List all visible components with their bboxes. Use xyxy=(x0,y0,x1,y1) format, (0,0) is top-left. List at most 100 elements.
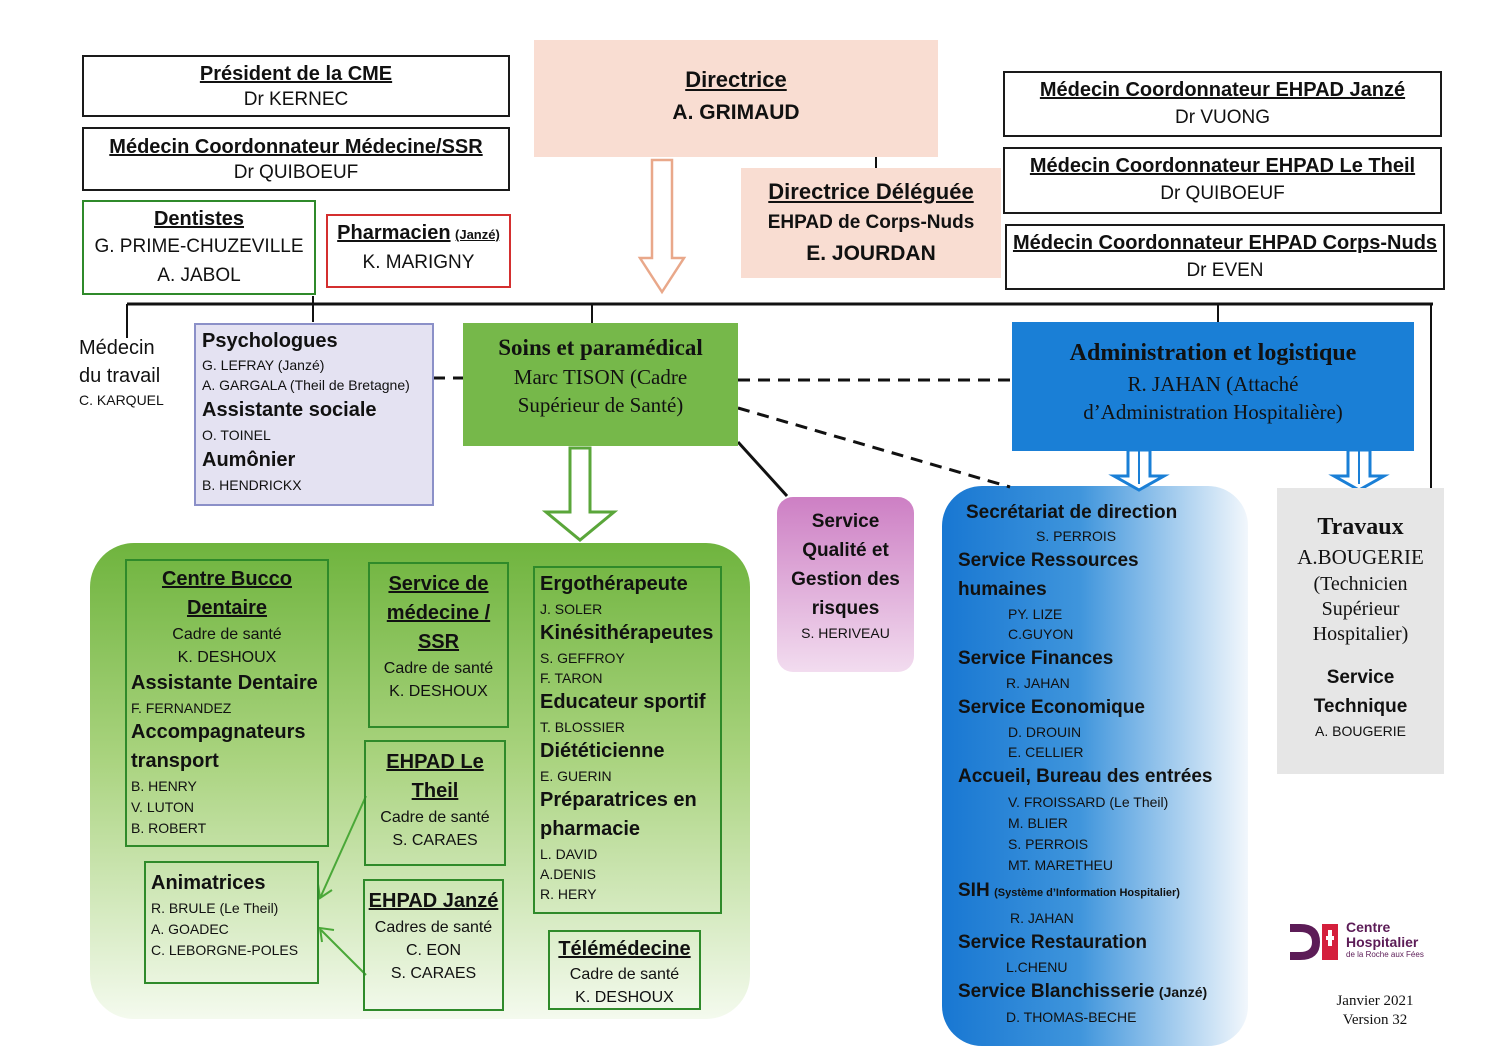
medecin-ehpad-name: Dr QUIBOEUF xyxy=(1160,183,1285,204)
paramed-name: T. BLOSSIER xyxy=(540,719,625,735)
directrice-name: A. GRIMAUD xyxy=(672,101,800,124)
paramed-name: S. GEFFROY xyxy=(540,650,625,666)
qualite-panel xyxy=(777,497,914,672)
bucco-cadre: Cadre de santé xyxy=(172,626,282,643)
centre-bucco-box: Centre Bucco Dentaire Cadre de santé K. … xyxy=(125,559,329,847)
medecin-ehpad-title: Médecin Coordonnateur EHPAD Le Theil xyxy=(1029,155,1416,177)
blanchisserie-title: Service Blanchisserie xyxy=(958,981,1155,1002)
soins-line: Marc TISON (Cadre xyxy=(513,365,688,389)
ssr-title: Service de xyxy=(388,573,489,595)
paramed-title: Ergothérapeute xyxy=(540,573,688,595)
admin-services-list: Secrétariat de direction S. PERROIS Serv… xyxy=(958,500,1242,1027)
qualite-line: risques xyxy=(811,598,880,619)
hospital-logo-mark xyxy=(1290,924,1338,960)
accueil-title: Accueil, Bureau des entrées xyxy=(958,766,1213,787)
restauration-title: Service Restauration xyxy=(958,932,1148,953)
qualite-name: S. HERIVEAU xyxy=(801,625,890,641)
service-technique-title: Technique xyxy=(1313,696,1408,717)
paramed-name: F. TARON xyxy=(540,670,603,686)
aumonier-name: B. HENDRICKX xyxy=(202,477,302,493)
sih-title: SIH xyxy=(958,880,990,901)
qualite-line: Service xyxy=(811,511,880,532)
medecin-ehpad-theil-box: Médecin Coordonnateur EHPAD Le Theil Dr … xyxy=(1003,147,1442,214)
logo-line: Centre xyxy=(1346,919,1391,935)
qualite-box: Service Qualité et Gestion des risques S… xyxy=(777,507,914,643)
assistante-sociale-name: O. TOINEL xyxy=(202,427,271,443)
admin-panel xyxy=(942,486,1248,1046)
medecin-ehpad-title: Médecin Coordonnateur EHPAD Corps-Nuds xyxy=(1012,232,1438,254)
medecin-ssr-box: Médecin Coordonnateur Médecine/SSR Dr QU… xyxy=(82,127,510,191)
hospital-logo-text: Centre Hospitalier de la Roche aux Fées xyxy=(1346,920,1466,960)
travaux-title: Travaux xyxy=(1317,514,1404,540)
ssr-name: K. DESHOUX xyxy=(389,683,488,700)
psychologues-title: Psychologues xyxy=(202,330,338,352)
psychologues-box: Psychologues G. LEFRAY (Janzé) A. GARGAL… xyxy=(194,323,434,506)
administration-logistique-box: Administration et logistique R. JAHAN (A… xyxy=(1012,322,1414,451)
janze-name: S. CARAES xyxy=(390,965,477,982)
medecin-ehpad-name: Dr EVEN xyxy=(1186,260,1264,281)
accompagnateurs-title: Accompagnateurs xyxy=(131,721,306,743)
accompagnateur-name: B. HENRY xyxy=(131,778,197,794)
service-technique-name: A. BOUGERIE xyxy=(1314,723,1407,739)
travaux-box: Travaux A.BOUGERIE (Technicien Supérieur… xyxy=(1277,488,1444,774)
accompagnateurs-title: transport xyxy=(131,750,219,772)
blanchisserie-name: D. THOMAS-BECHE xyxy=(1006,1009,1137,1025)
soins-title: Soins et paramédical xyxy=(498,335,703,360)
paramed-name: R. HERY xyxy=(540,886,597,902)
service-ssr-box: Service de médecine / SSR Cadre de santé… xyxy=(368,562,509,728)
animatrice-name: C. LEBORGNE-POLES xyxy=(151,942,299,958)
accueil-name: V. FROISSARD (Le Theil) xyxy=(1008,794,1169,810)
janze-cadre: Cadres de santé xyxy=(374,919,493,936)
restauration-name: L.CHENU xyxy=(1006,959,1068,975)
animatrice-name: R. BRULE (Le Theil) xyxy=(151,900,279,916)
ehpad-janze-box: EHPAD Janzé Cadres de santé C. EON S. CA… xyxy=(363,879,504,1011)
rh-name: C.GUYON xyxy=(1008,626,1074,642)
medecin-ehpad-name: Dr VUONG xyxy=(1175,107,1270,128)
janze-name: C. EON xyxy=(405,942,462,959)
qualite-line: Qualité et xyxy=(802,540,889,561)
president-cme-box: Président de la CME Dr KERNEC xyxy=(82,55,510,117)
rh-name: PY. LIZE xyxy=(1008,606,1063,622)
telemedecine-box: Télémédecine Cadre de santé K. DESHOUX xyxy=(548,930,701,1010)
paramed-title: Educateur sportif xyxy=(540,691,706,713)
economique-name: E. CELLIER xyxy=(1008,744,1084,760)
paramed-name: E. GUERIN xyxy=(540,768,612,784)
telemedecine-name: K. DESHOUX xyxy=(575,989,674,1006)
medecin-ssr-name: Dr QUIBOEUF xyxy=(233,162,359,183)
economique-title: Service Economique xyxy=(958,697,1145,718)
psychologue-name: G. LEFRAY (Janzé) xyxy=(202,357,325,373)
paramed-name: L. DAVID xyxy=(540,846,598,862)
travaux-role: (Technicien xyxy=(1313,573,1408,595)
travaux-role: Supérieur xyxy=(1321,598,1400,620)
bucco-cadre-name: K. DESHOUX xyxy=(177,649,277,666)
soins-panel xyxy=(90,543,750,1019)
logo-line: Hospitalier xyxy=(1346,934,1419,950)
blanchisserie-suffix: (Janzé) xyxy=(1158,984,1208,1000)
soins-down-arrow xyxy=(541,446,619,542)
admin-title: Administration et logistique xyxy=(1069,340,1357,366)
bucco-title: Centre Bucco xyxy=(161,568,293,590)
ssr-title: médecine / xyxy=(386,602,491,624)
logo-line: de la Roche aux Fées xyxy=(1346,950,1424,959)
admin-line: d’Administration Hospitalière) xyxy=(1083,400,1343,424)
directrice-box: Directrice A. GRIMAUD xyxy=(534,40,938,157)
janze-title: EHPAD Janzé xyxy=(368,890,499,912)
accompagnateur-name: B. ROBERT xyxy=(131,820,207,836)
accueil-name: M. BLIER xyxy=(1008,815,1068,831)
sih-detail: (Système d’Information Hospitalier) xyxy=(994,887,1180,899)
directrice-down-arrow xyxy=(637,158,687,295)
soins-line: Supérieur de Santé) xyxy=(517,393,684,417)
medecin-travail-line: du travail xyxy=(79,365,161,387)
paramedical-box: Ergothérapeute J. SOLER Kinésithérapeute… xyxy=(533,566,722,914)
finances-title: Service Finances xyxy=(958,648,1114,669)
medecin-ehpad-title: Médecin Coordonnateur EHPAD Janzé xyxy=(1039,79,1406,101)
economique-name: D. DROUIN xyxy=(1008,724,1082,740)
admin-line: R. JAHAN (Attaché xyxy=(1127,372,1299,396)
sih-name: R. JAHAN xyxy=(1010,910,1074,926)
bucco-title: Dentaire xyxy=(186,597,268,619)
accueil-name: MT. MARETHEU xyxy=(1008,857,1113,873)
dentiste-name: A. JABOL xyxy=(157,265,241,286)
secretariat-title: Secrétariat de direction xyxy=(966,502,1178,523)
assistante-sociale-title: Assistante sociale xyxy=(202,399,377,421)
